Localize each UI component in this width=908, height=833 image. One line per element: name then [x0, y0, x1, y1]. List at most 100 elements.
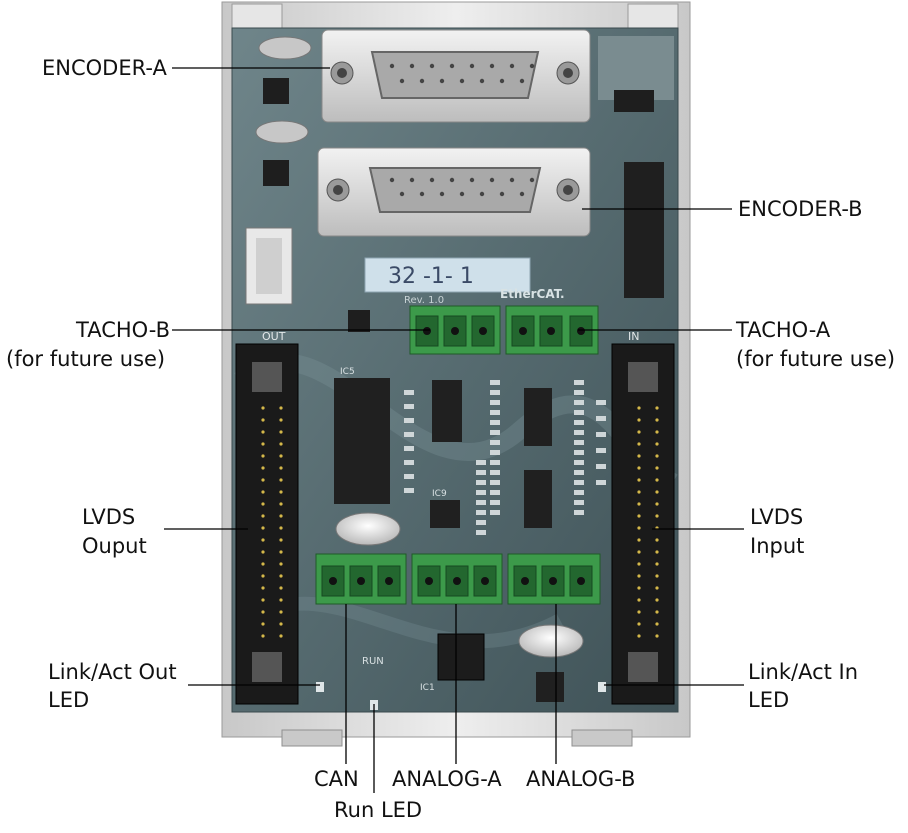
- header-pin: [261, 574, 265, 578]
- header-pin: [261, 454, 265, 458]
- header-pin: [637, 478, 641, 482]
- smd-resistor: [574, 380, 584, 385]
- ic5: [334, 378, 390, 504]
- smd-resistor: [574, 490, 584, 495]
- smd-resistor: [404, 488, 414, 493]
- header-pin: [637, 406, 641, 410]
- smd-resistor: [574, 460, 584, 465]
- header-pin: [279, 586, 283, 590]
- lvds-input-header: [611, 343, 675, 705]
- smd-resistor: [404, 390, 414, 395]
- smd-resistor: [574, 470, 584, 475]
- header-pin: [637, 490, 641, 494]
- header-pin: [279, 478, 283, 482]
- header-pin: [655, 442, 659, 446]
- terminal-screw: [453, 577, 461, 585]
- header-pin: [261, 502, 265, 506]
- ic5-text: IC5: [340, 367, 355, 377]
- dsub-pin: [489, 177, 495, 183]
- header-pin: [637, 598, 641, 602]
- header-pin: [655, 562, 659, 566]
- header-pin: [655, 550, 659, 554]
- label-lvds-input-2: Input: [750, 534, 805, 558]
- capacitor-block: [624, 162, 664, 298]
- smd-resistor: [490, 510, 500, 515]
- regulator: [598, 36, 674, 112]
- smd-resistor: [490, 390, 500, 395]
- header-pin: [655, 610, 659, 614]
- header-pin: [637, 574, 641, 578]
- header-pin: [637, 430, 641, 434]
- dsub-pin: [449, 177, 455, 183]
- smd-resistor: [476, 480, 486, 485]
- smd-resistor: [574, 420, 584, 425]
- leader-lines: [164, 67, 744, 793]
- smd-resistor: [404, 460, 414, 465]
- middle-ics: [430, 380, 564, 702]
- smd-resistor: [404, 418, 414, 423]
- smd-resistor: [596, 432, 606, 437]
- smd-resistor: [476, 470, 486, 475]
- smd-resistor: [490, 470, 500, 475]
- terminal-slots: [415, 315, 593, 347]
- header-pin: [637, 550, 641, 554]
- header-pin: [655, 490, 659, 494]
- label-tacho-a-note: (for future use): [736, 347, 896, 371]
- label-link-in: Link/Act In: [748, 660, 859, 684]
- dsub-pin: [509, 63, 515, 69]
- header-pin: [637, 454, 641, 458]
- terminal-screw: [577, 577, 585, 585]
- terminal-screw: [519, 327, 527, 335]
- header-pin: [261, 430, 265, 434]
- smd-resistor: [596, 464, 606, 469]
- dsub-pin: [399, 78, 405, 84]
- header-pin: [279, 406, 283, 410]
- header-pin: [279, 430, 283, 434]
- label-lvds-output: LVDS: [82, 505, 136, 529]
- header-pin: [279, 502, 283, 506]
- rev-text: Rev. 1.0: [404, 295, 444, 306]
- header-pin: [261, 406, 265, 410]
- label-analog-b: ANALOG-B: [526, 767, 636, 791]
- header-pin: [279, 634, 283, 638]
- label-tacho-a: TACHO-A: [736, 318, 831, 342]
- header-pin: [637, 610, 641, 614]
- dsub-pin: [409, 63, 415, 69]
- header-pin: [261, 562, 265, 566]
- header-pin: [261, 598, 265, 602]
- smd-resistor: [404, 474, 414, 479]
- dsub-pin: [389, 63, 395, 69]
- oval-hole-left: [335, 512, 401, 546]
- header-pin: [655, 418, 659, 422]
- header-pin: [637, 502, 641, 506]
- ic1: [437, 633, 485, 681]
- dsub-pin: [429, 177, 435, 183]
- terminal-screw: [521, 577, 529, 585]
- dsub-pin: [419, 78, 425, 84]
- smd-resistor: [476, 520, 486, 525]
- header-pin: [655, 478, 659, 482]
- smd-resistor: [490, 460, 500, 465]
- smd-resistor: [490, 430, 500, 435]
- header-pin: [261, 634, 265, 638]
- smd-resistor: [476, 490, 486, 495]
- header-pin: [637, 514, 641, 518]
- header-pin: [261, 490, 265, 494]
- id-sticker: [364, 257, 531, 293]
- header-pin: [655, 622, 659, 626]
- header-pin: [655, 454, 659, 458]
- header-pin: [637, 538, 641, 542]
- dsub-pin: [499, 191, 505, 197]
- smd-resistor: [574, 440, 584, 445]
- terminal-screw: [357, 577, 365, 585]
- label-lvds-input: LVDS: [750, 505, 804, 529]
- header-pin: [655, 574, 659, 578]
- smd-resistor: [574, 480, 584, 485]
- smd-resistor: [574, 390, 584, 395]
- label-tacho-b: TACHO-B: [76, 318, 170, 342]
- terminal-screw: [481, 577, 489, 585]
- terminal-screw: [451, 327, 459, 335]
- in-text: IN: [628, 330, 639, 343]
